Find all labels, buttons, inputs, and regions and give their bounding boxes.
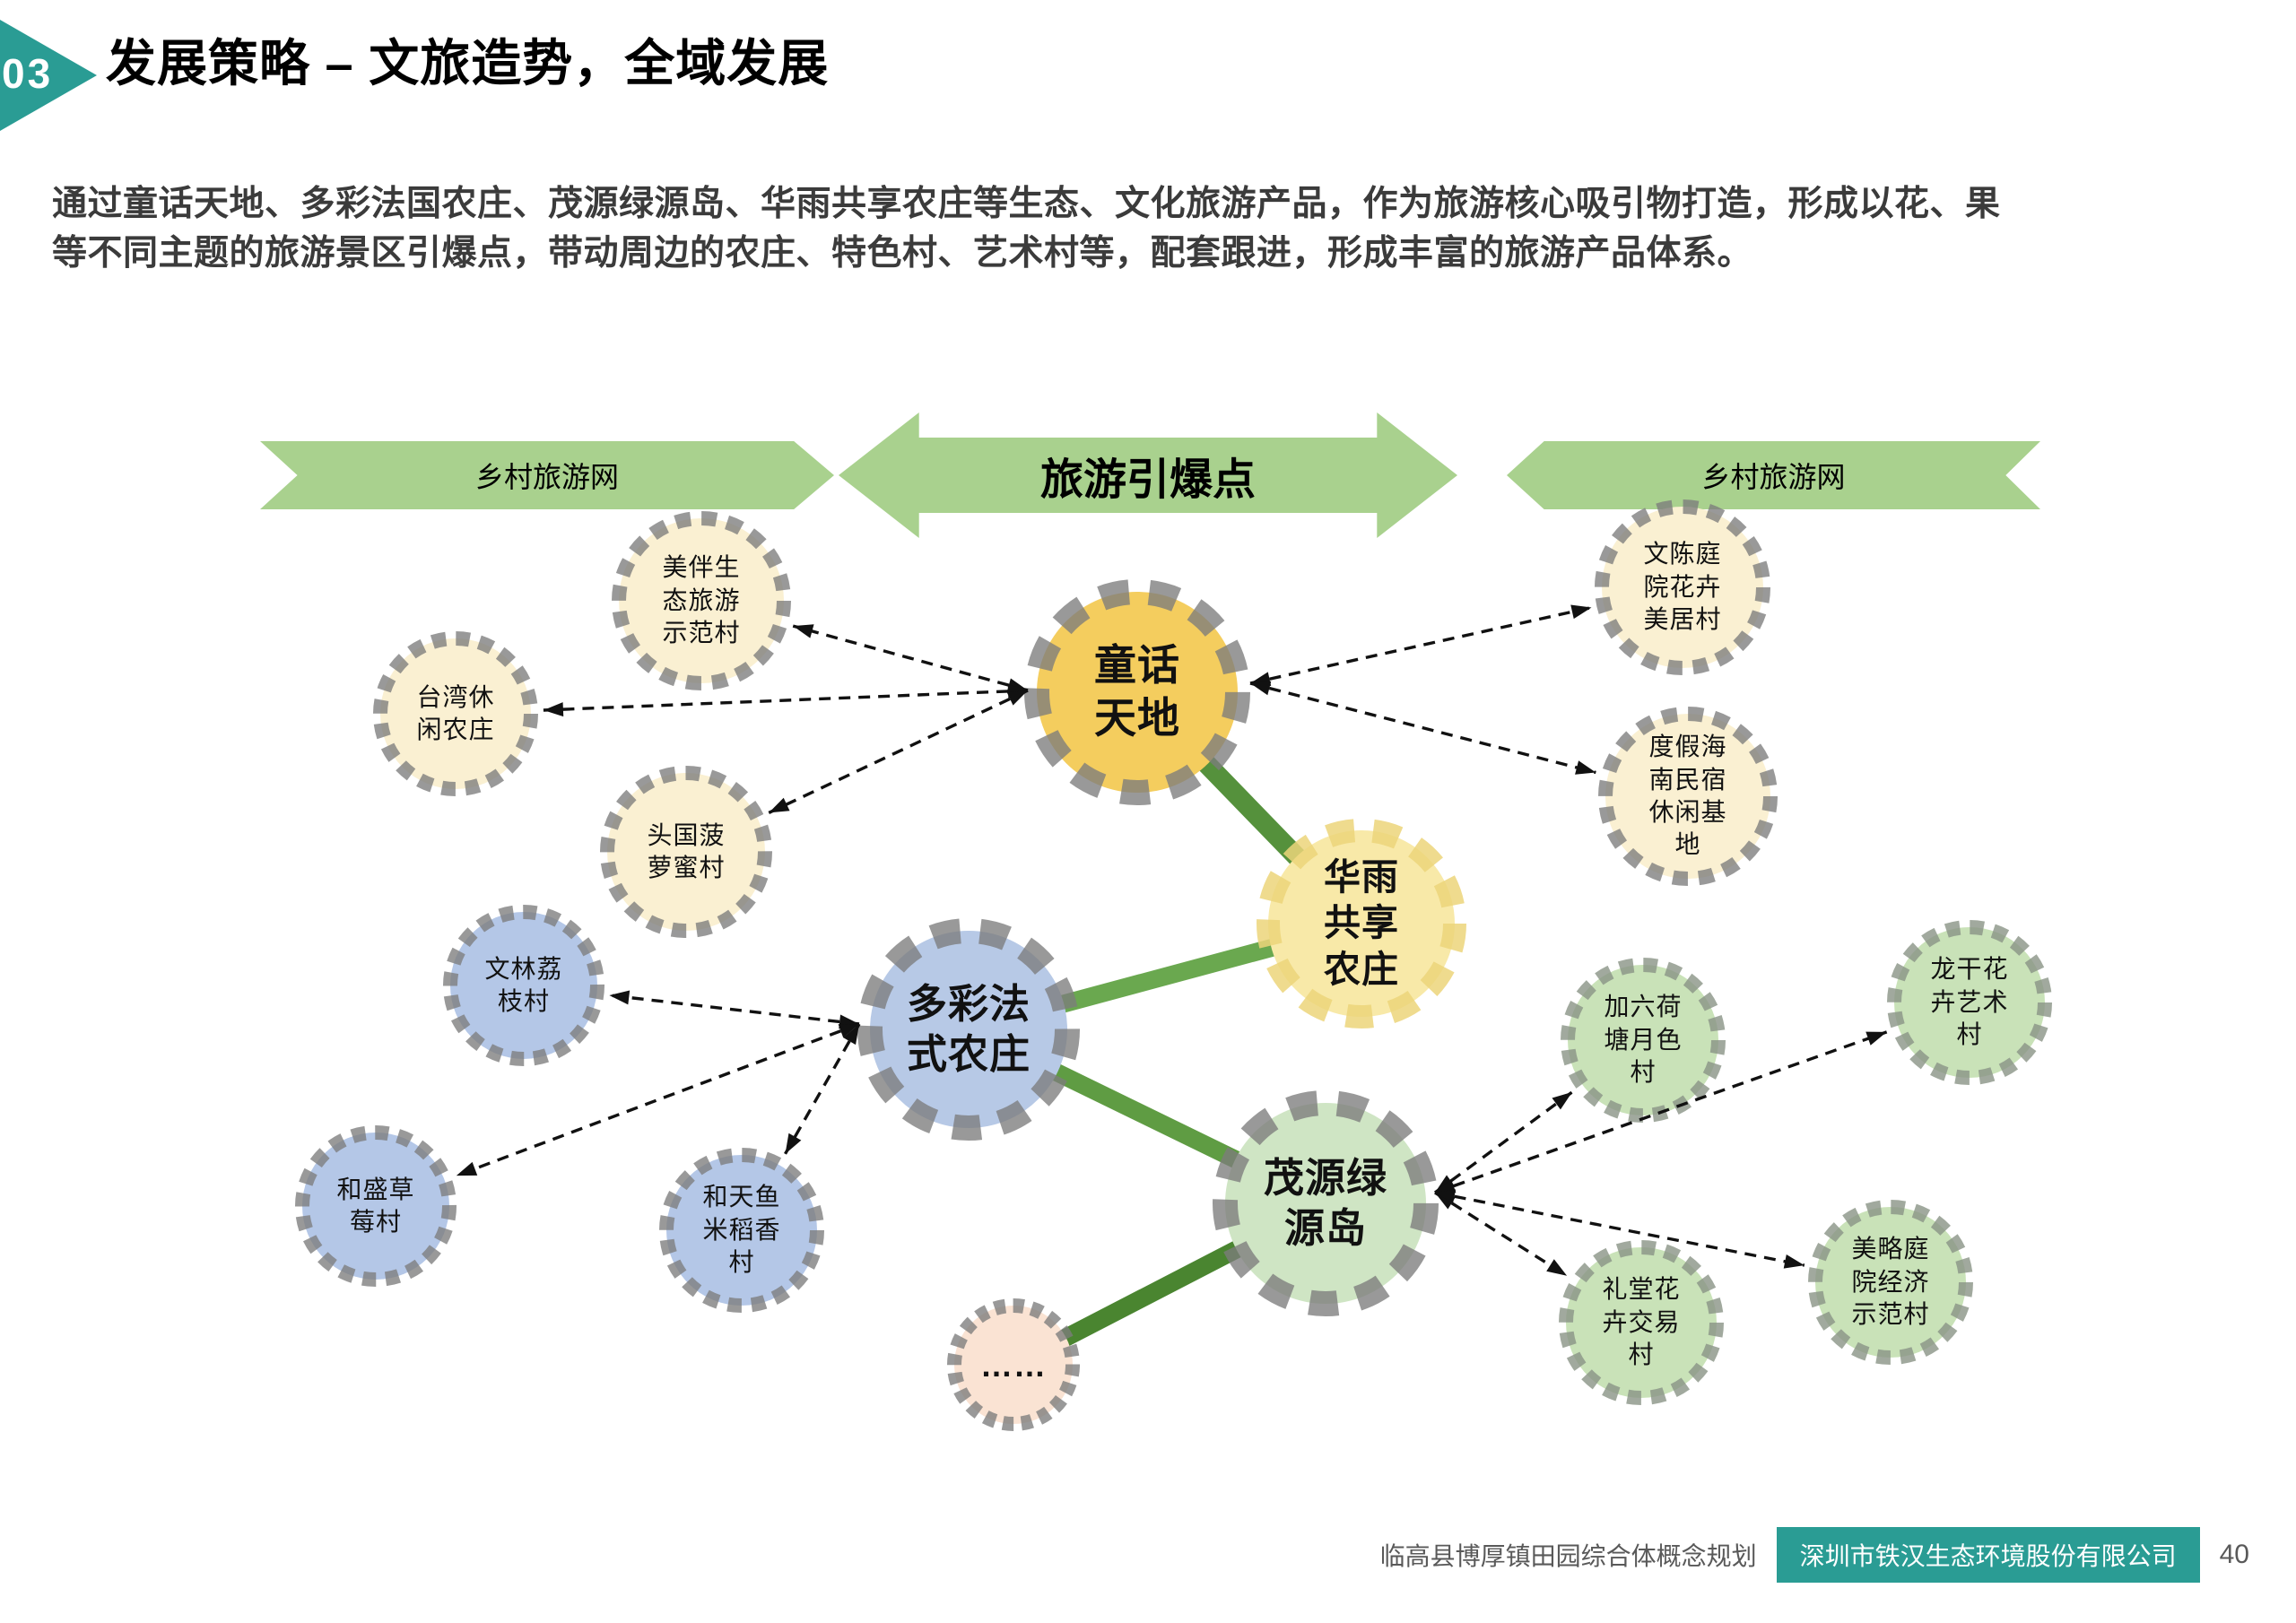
footer-company-badge: 深圳市铁汉生态环境股份有限公司	[1776, 1527, 2200, 1583]
banner-rural-tourism-right: 乡村旅游网	[1507, 441, 2040, 509]
page-title: 发展策略 – 文旅造势，全域发展	[106, 35, 830, 91]
intro-paragraph: 通过童话天地、多彩法国农庄、茂源绿源岛、华雨共享农庄等生态、文化旅游产品，作为旅…	[52, 185, 2001, 273]
footer-project-title: 临高县博厚镇田园综合体概念规划	[1379, 1542, 1757, 1570]
banner-label: 乡村旅游网	[474, 461, 619, 493]
banner-rural-tourism-left: 乡村旅游网	[260, 441, 834, 509]
banner-label: 乡村旅游网	[1701, 461, 1846, 493]
banner-label: 旅游引爆点	[1039, 456, 1256, 504]
footer: 临高县博厚镇田园综合体概念规划 深圳市铁汉生态环境股份有限公司 40	[1379, 1527, 2249, 1583]
dashed-arrows	[456, 604, 1888, 1278]
node-circles	[295, 499, 2052, 1431]
section-number: 03	[2, 50, 54, 97]
footer-page-number: 40	[2219, 1540, 2249, 1569]
